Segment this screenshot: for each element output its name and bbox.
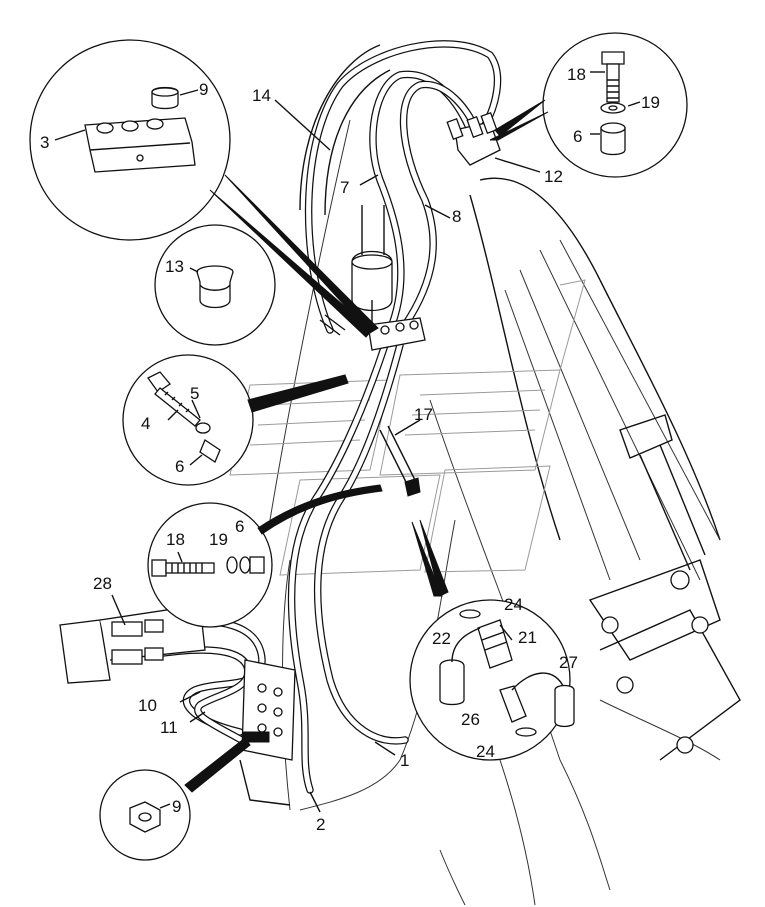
watermark-logo [229,279,586,576]
detail-bolt-18-right [489,32,688,178]
boom-outline [269,44,741,906]
callout-10: 10 [138,696,157,715]
callout-labels: 3 9 14 7 8 18 19 6 12 13 5 4 6 17 18 19 … [40,65,660,834]
hose-14 [304,40,502,334]
boom-cylinder [351,205,393,340]
detail-bolt-4 [122,354,349,486]
callout-8: 8 [452,207,461,226]
callout-14: 14 [252,86,271,105]
callout-1: 1 [400,751,409,770]
callout-11: 11 [160,718,178,737]
callout-18-left: 18 [166,530,185,549]
callout-27: 27 [559,653,578,672]
callout-18-right: 18 [567,65,586,84]
pipe-17 [379,425,421,497]
callout-4: 4 [141,414,150,433]
pipe-fittings-12 [446,111,501,166]
callout-22: 22 [432,629,451,648]
callout-19-right: 19 [641,93,660,112]
callout-7: 7 [340,178,349,197]
callout-9-top: 9 [199,80,208,99]
hose-11 [146,646,252,746]
callout-2: 2 [316,815,325,834]
callout-3: 3 [40,133,49,152]
hose-8 [399,80,482,329]
callout-13: 13 [165,257,184,276]
hose-2 [287,341,389,794]
callout-17: 17 [414,405,433,424]
bracket-3-installed [319,314,426,351]
callout-19-left: 19 [209,530,228,549]
callout-12: 12 [544,167,563,186]
callout-6-left: 6 [175,457,184,476]
callout-21: 21 [518,628,537,647]
callout-6-bolt: 6 [235,517,244,536]
leader-lines [111,99,541,813]
callout-5: 5 [190,384,199,403]
detail-nut [99,737,251,861]
detail-bracket [29,39,379,338]
callout-6-right: 6 [573,127,582,146]
callout-24-bottom: 24 [476,742,495,761]
callout-24-top: 24 [504,595,523,614]
mounting-plate [239,659,296,806]
hose-1 [313,341,409,745]
callout-28: 28 [93,574,112,593]
detail-bolt-18-left [147,484,383,628]
detail-coupling [409,519,575,761]
callout-9-bottom: 9 [172,797,181,816]
detail-bush [154,224,276,346]
callout-26: 26 [461,710,480,729]
